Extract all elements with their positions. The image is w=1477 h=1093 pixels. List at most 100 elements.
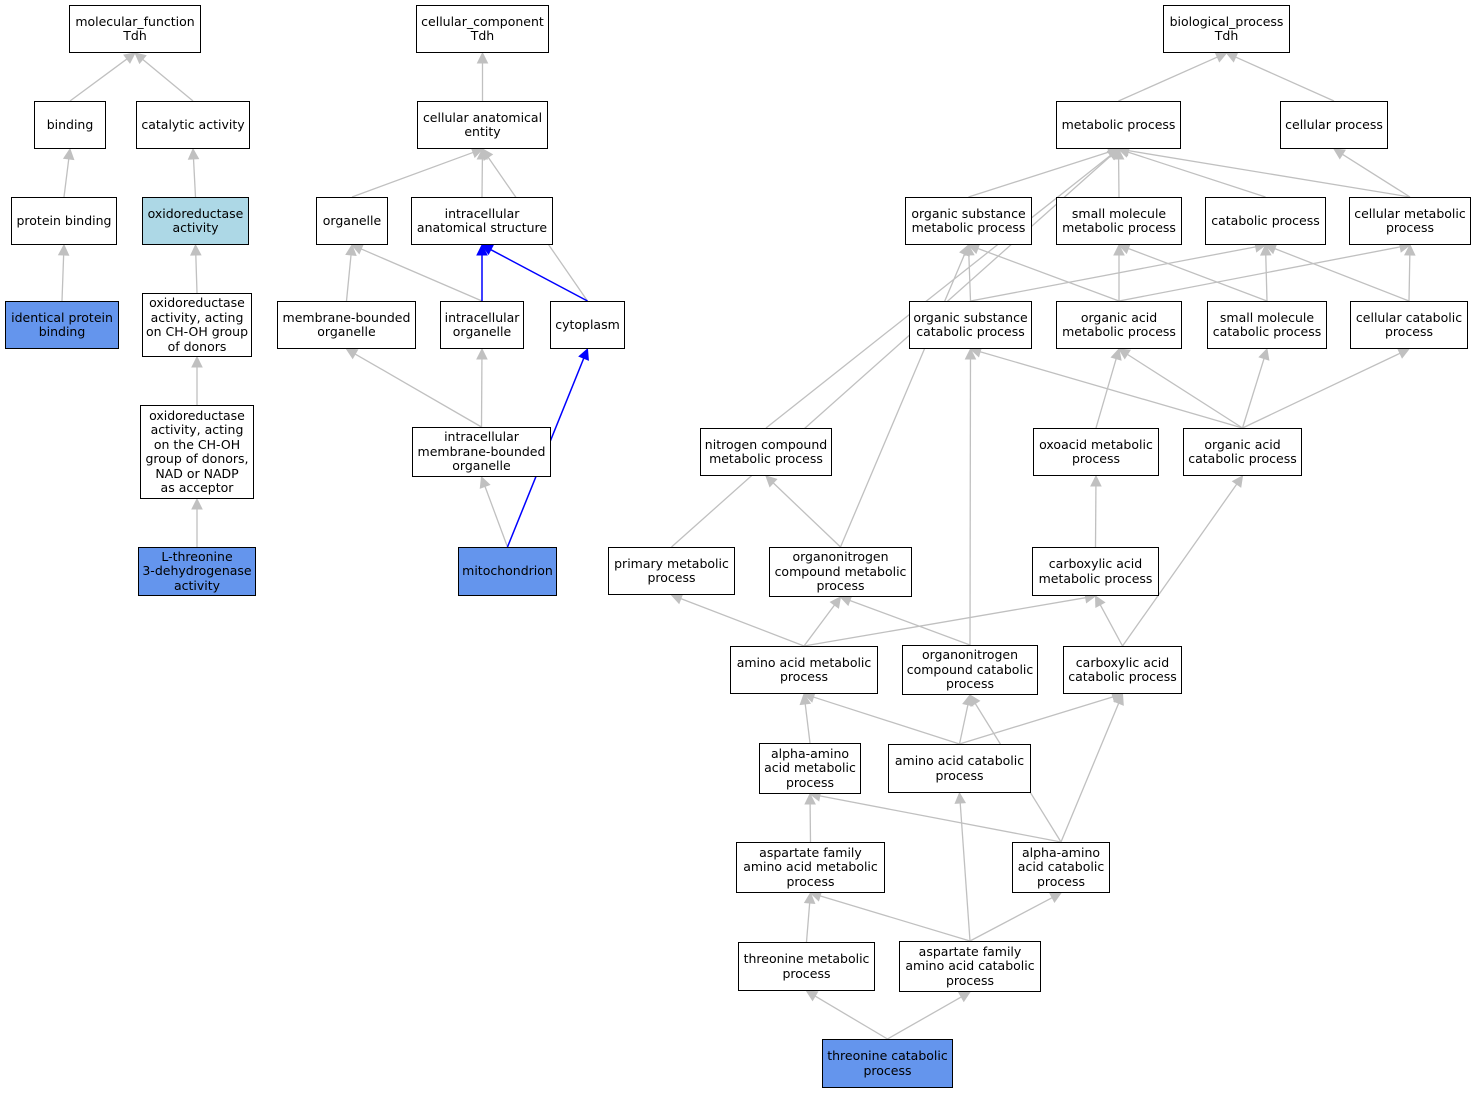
edge-cellular-catabolic-process-to-catabolic-process: [1274, 248, 1410, 302]
arrowhead: [345, 348, 359, 360]
node-membrane-bounded-organelle[interactable]: membrane-bounded organelle: [277, 301, 416, 349]
edge-binding-to-mf-root: [69, 58, 128, 102]
edge-identical-protein-binding-to-protein-binding: [61, 254, 65, 302]
edge-organonitrogen-compound-catabolic-process-to-organonitrogen-compound-metabolic-process: [849, 599, 971, 646]
node-primary-metabolic-process[interactable]: primary metabolic process: [608, 547, 735, 595]
arrowhead: [481, 148, 494, 161]
node-threonine-catabolic-process[interactable]: threonine catabolic process: [822, 1039, 953, 1088]
node-protein-binding[interactable]: protein binding: [11, 197, 117, 245]
node-catabolic-process[interactable]: catabolic process: [1205, 197, 1326, 245]
edge-organic-substance-catabolic-process-to-organic-substance-metabolic-process: [968, 254, 972, 302]
arrowhead: [1106, 148, 1120, 161]
edge-oxidoreductase-choh-to-oxidoreductase-activity: [195, 254, 198, 294]
edge-aspartate-family-amino-acid-catabolic-process-to-alpha-amino-acid-catabolic-process: [969, 897, 1053, 942]
arrowhead: [839, 595, 853, 607]
edge-primary-metabolic-process-to-metabolic-process: [671, 155, 1112, 548]
edge-alpha-amino-acid-metabolic-process-to-amino-acid-metabolic-process: [804, 703, 811, 744]
node-mitochondrion[interactable]: mitochondrion: [458, 547, 557, 596]
node-mf-root[interactable]: molecular_function Tdh: [69, 5, 201, 53]
arrowhead: [1110, 347, 1122, 361]
arrowhead: [1090, 474, 1102, 487]
node-oxoacid-metabolic-process[interactable]: oxoacid metabolic process: [1033, 428, 1159, 476]
edge-aspartate-family-amino-acid-catabolic-process-to-amino-acid-catabolic-process: [959, 802, 971, 942]
node-alpha-amino-acid-catabolic-process[interactable]: alpha-amino acid catabolic process: [1012, 842, 1110, 893]
edge-cellular-catabolic-process-to-cellular-metabolic-process: [1408, 254, 1411, 302]
node-organic-substance-catabolic-process[interactable]: organic substance catabolic process: [909, 301, 1032, 349]
node-small-molecule-metabolic-process[interactable]: small molecule metabolic process: [1056, 197, 1182, 245]
node-cytoplasm[interactable]: cytoplasm: [550, 301, 625, 349]
node-organonitrogen-compound-catabolic-process[interactable]: organonitrogen compound catabolic proces…: [902, 645, 1038, 695]
arrowhead: [964, 347, 977, 360]
edge-threonine-metabolic-process-to-aspartate-family-amino-acid-metabolic-process: [805, 902, 811, 943]
node-nitrogen-compound-metabolic-process[interactable]: nitrogen compound metabolic process: [700, 428, 832, 476]
node-oxidoreductase-activity[interactable]: oxidoreductase activity: [142, 197, 249, 245]
edge-amino-acid-metabolic-process-to-primary-metabolic-process: [680, 597, 805, 647]
edge-protein-binding-to-binding: [63, 158, 70, 198]
node-small-molecule-catabolic-process[interactable]: small molecule catabolic process: [1207, 301, 1327, 349]
edge-organic-acid-catabolic-process-to-organic-acid-metabolic-process: [1127, 353, 1243, 429]
node-alpha-amino-acid-metabolic-process[interactable]: alpha-amino acid metabolic process: [759, 743, 861, 794]
node-amino-acid-catabolic-process[interactable]: amino acid catabolic process: [888, 744, 1031, 793]
node-cellular-anatomical-entity[interactable]: cellular anatomical entity: [417, 101, 548, 149]
arrowhead: [191, 355, 203, 368]
arrowhead: [959, 243, 970, 257]
edge-mitochondrion-to-intracellular-membrane-bounded-organelle: [484, 486, 509, 548]
edge-small-molecule-catabolic-process-to-small-molecule-metabolic-process: [1128, 247, 1268, 302]
node-organic-acid-catabolic-process[interactable]: organic acid catabolic process: [1183, 428, 1302, 476]
node-binding[interactable]: binding: [34, 101, 106, 149]
arrowhead: [803, 891, 816, 904]
node-bp-root[interactable]: biological_process Tdh: [1163, 5, 1290, 53]
edge-cellular-metabolic-process-to-metabolic-process: [1128, 149, 1411, 198]
edge-organic-acid-catabolic-process-to-cellular-catabolic-process: [1242, 352, 1401, 429]
edge-threonine-catabolic-process-to-aspartate-family-amino-acid-catabolic-process: [887, 996, 962, 1040]
arrowhead: [476, 51, 489, 64]
arrowhead: [1214, 51, 1228, 63]
arrowhead: [62, 147, 75, 161]
edge-metabolic-process-to-bp-root: [1118, 56, 1218, 102]
node-intracellular-membrane-bounded-organelle[interactable]: intracellular membrane-bounded organelle: [412, 427, 551, 477]
edge-nitrogen-compound-metabolic-process-to-metabolic-process: [765, 154, 1112, 429]
node-cellular-catabolic-process[interactable]: cellular catabolic process: [1350, 301, 1468, 349]
edge-organelle-to-cellular-anatomical-entity: [351, 151, 474, 198]
node-cc-root[interactable]: cellular_component Tdh: [416, 5, 549, 53]
node-oxidoreductase-choh[interactable]: oxidoreductase activity, acting on CH-OH…: [142, 293, 252, 357]
node-organic-acid-metabolic-process[interactable]: organic acid metabolic process: [1056, 301, 1182, 349]
arrowhead: [479, 475, 491, 489]
edge-membrane-bounded-organelle-to-organelle: [345, 254, 352, 302]
edge-cellular-metabolic-process-to-cellular-process: [1342, 153, 1411, 198]
edge-catalytic-activity-to-mf-root: [142, 58, 194, 102]
edge-organic-substance-catabolic-process-to-catabolic-process: [970, 246, 1256, 302]
node-metabolic-process[interactable]: metabolic process: [1056, 101, 1181, 149]
node-cellular-metabolic-process[interactable]: cellular metabolic process: [1349, 197, 1471, 245]
arrowhead: [765, 475, 778, 488]
node-organelle[interactable]: organelle: [316, 197, 388, 245]
node-amino-acid-metabolic-process[interactable]: amino acid metabolic process: [730, 646, 878, 694]
arrowhead: [829, 596, 842, 609]
node-intracellular-anatomical-structure[interactable]: intracellular anatomical structure: [411, 197, 553, 245]
node-cellular-process[interactable]: cellular process: [1280, 101, 1388, 149]
arrowhead: [799, 692, 812, 706]
node-organic-substance-metabolic-process[interactable]: organic substance metabolic process: [905, 197, 1032, 245]
edge-organic-acid-catabolic-process-to-organic-substance-catabolic-process: [979, 351, 1243, 429]
node-threonine-metabolic-process[interactable]: threonine metabolic process: [738, 942, 875, 991]
edge-oxidoreductase-activity-to-catalytic-activity: [192, 158, 197, 198]
edge-catabolic-process-to-metabolic-process: [1127, 151, 1266, 198]
edge-organonitrogen-compound-metabolic-process-to-organic-substance-metabolic-process: [839, 253, 966, 548]
node-aspartate-family-amino-acid-metabolic-process[interactable]: aspartate family amino acid metabolic pr…: [736, 842, 885, 893]
node-identical-protein-binding[interactable]: identical protein binding: [5, 301, 119, 349]
edge-aspartate-family-amino-acid-catabolic-process-to-aspartate-family-amino-acid-metabolic-process: [819, 895, 971, 942]
node-carboxylic-acid-metabolic-process[interactable]: carboxylic acid metabolic process: [1032, 547, 1159, 596]
arrowhead: [958, 991, 971, 1003]
arrowhead: [805, 990, 819, 1002]
node-carboxylic-acid-catabolic-process[interactable]: carboxylic acid catabolic process: [1063, 646, 1182, 694]
edge-amino-acid-catabolic-process-to-carboxylic-acid-catabolic-process: [959, 696, 1114, 745]
node-aspartate-family-amino-acid-catabolic-process[interactable]: aspartate family amino acid catabolic pr…: [899, 941, 1041, 992]
node-l-threonine-dehydrogenase[interactable]: L-threonine 3-dehydrogenase activity: [138, 547, 256, 596]
node-oxidoreductase-nad[interactable]: oxidoreductase activity, acting on the C…: [140, 405, 254, 499]
node-catalytic-activity[interactable]: catalytic activity: [136, 101, 250, 149]
node-intracellular-organelle[interactable]: intracellular organelle: [440, 301, 524, 349]
node-organonitrogen-compound-metabolic-process[interactable]: organonitrogen compound metabolic proces…: [769, 547, 912, 597]
edge-organic-acid-metabolic-process-to-organic-substance-metabolic-process: [977, 247, 1120, 302]
arrowhead: [187, 147, 200, 160]
